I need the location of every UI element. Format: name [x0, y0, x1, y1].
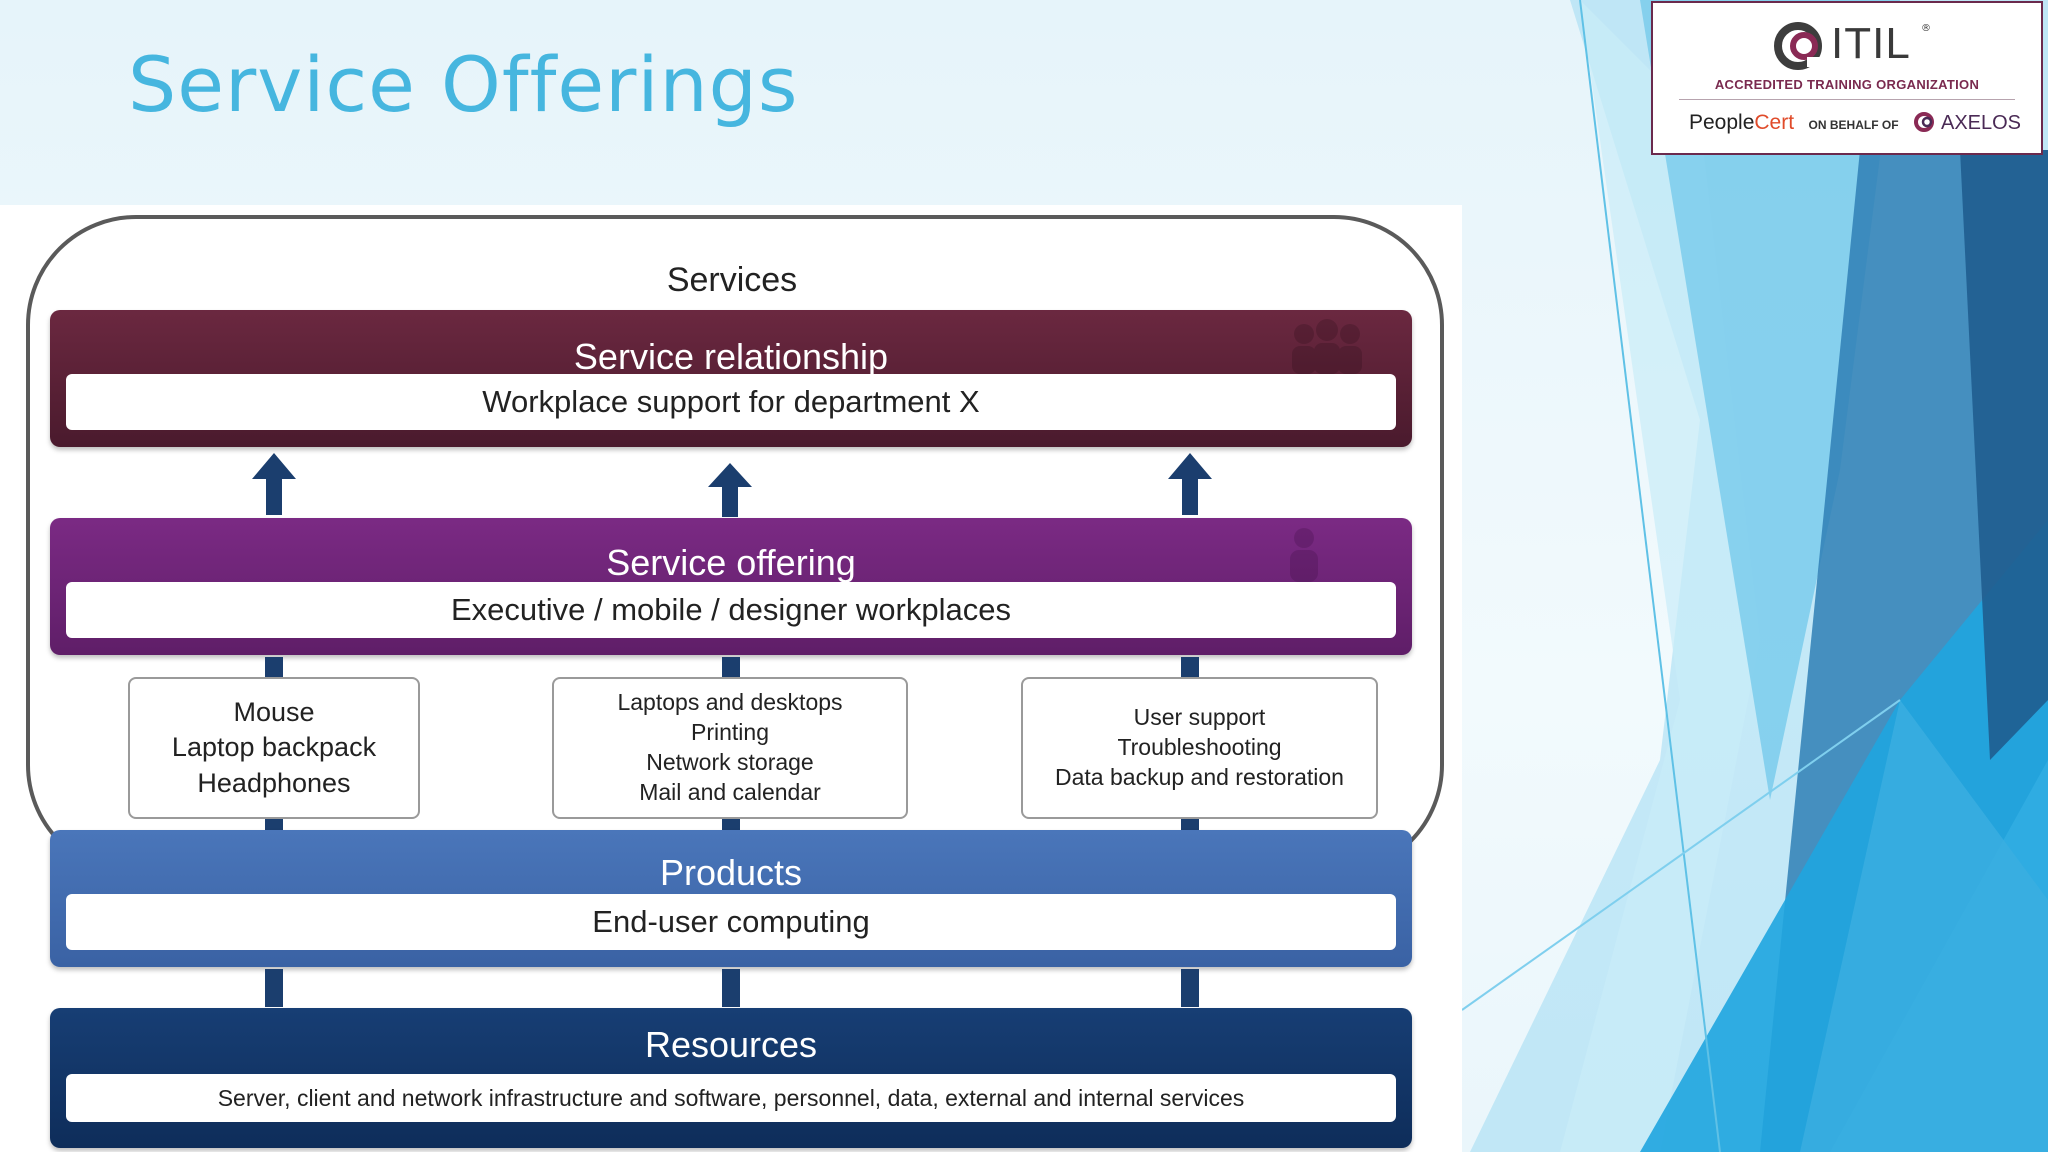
peoplecert-line: PeopleCert ON BEHALF OF AXELOS	[1689, 111, 2021, 135]
people-group-icon	[1292, 319, 1362, 374]
peoplecert-people: People	[1689, 111, 1755, 134]
resources-text: Server, client and network infrastructur…	[66, 1074, 1396, 1122]
connector	[265, 657, 283, 677]
service-offering-band: Service offering Executive / mobile / de…	[50, 518, 1412, 655]
peoplecert-cert: Cert	[1754, 111, 1795, 134]
offering-item: Mail and calendar	[639, 778, 821, 805]
itil-q-icon	[1774, 22, 1822, 70]
connector	[722, 969, 740, 1007]
services-label: Services	[666, 261, 798, 299]
itil-wordmark: ITIL	[1831, 19, 1911, 68]
connector	[722, 657, 740, 677]
connector	[722, 819, 740, 833]
arrow-up-icon	[252, 453, 296, 515]
service-offering-title: Service offering	[606, 542, 856, 583]
accreditation-text: ACCREDITED TRAINING ORGANIZATION	[1714, 77, 1980, 92]
offering-item: Laptop backpack	[171, 732, 377, 763]
resources-title: Resources	[644, 1024, 818, 1065]
products-band: Products End-user computing	[50, 830, 1412, 967]
offering-item: Network storage	[646, 749, 814, 775]
service-model-diagram: Services Service relationship Workplace …	[0, 205, 1462, 1152]
offering-item: Headphones	[197, 767, 351, 798]
connector	[265, 969, 283, 1007]
slide-title: Service Offerings	[128, 40, 799, 129]
offering-item: Data backup and restoration	[1055, 763, 1344, 790]
products-title: Products	[659, 852, 803, 893]
offering-actions-box: User support Troubleshooting Data backup…	[1021, 677, 1378, 819]
arrow-up-icon	[1168, 453, 1212, 515]
logo-divider	[1679, 99, 2015, 100]
service-offering-text: Executive / mobile / designer workplaces	[66, 582, 1396, 638]
connector	[1181, 657, 1199, 677]
offering-item: Troubleshooting	[1117, 734, 1282, 761]
axelos-wordmark: AXELOS	[1940, 112, 2022, 134]
connector	[265, 819, 283, 833]
arrow-up-icon	[708, 463, 752, 517]
axelos-icon	[1913, 112, 1934, 132]
connector	[1181, 819, 1199, 833]
resources-band: Resources Server, client and network inf…	[50, 1008, 1412, 1148]
service-relationship-text: Workplace support for department X	[66, 374, 1396, 430]
connector	[1181, 969, 1199, 1007]
offering-item: User support	[1133, 704, 1266, 731]
service-relationship-title: Service relationship	[573, 336, 889, 377]
products-text: End-user computing	[66, 894, 1396, 950]
offering-access-box: Laptops and desktops Printing Network st…	[552, 677, 908, 819]
person-icon	[1290, 528, 1318, 582]
offering-item: Laptops and desktops	[617, 689, 843, 716]
registered-mark: ®	[1921, 23, 1931, 34]
itil-logo: ITIL ® ACCREDITED TRAINING ORGANIZATION …	[1651, 1, 2043, 155]
service-relationship-band: Service relationship Workplace support f…	[50, 310, 1412, 447]
offering-goods-box: Mouse Laptop backpack Headphones	[128, 677, 420, 819]
offering-item: Mouse	[233, 697, 315, 728]
on-behalf-of-text: ON BEHALF OF	[1808, 118, 1899, 132]
offering-item: Printing	[691, 719, 769, 746]
